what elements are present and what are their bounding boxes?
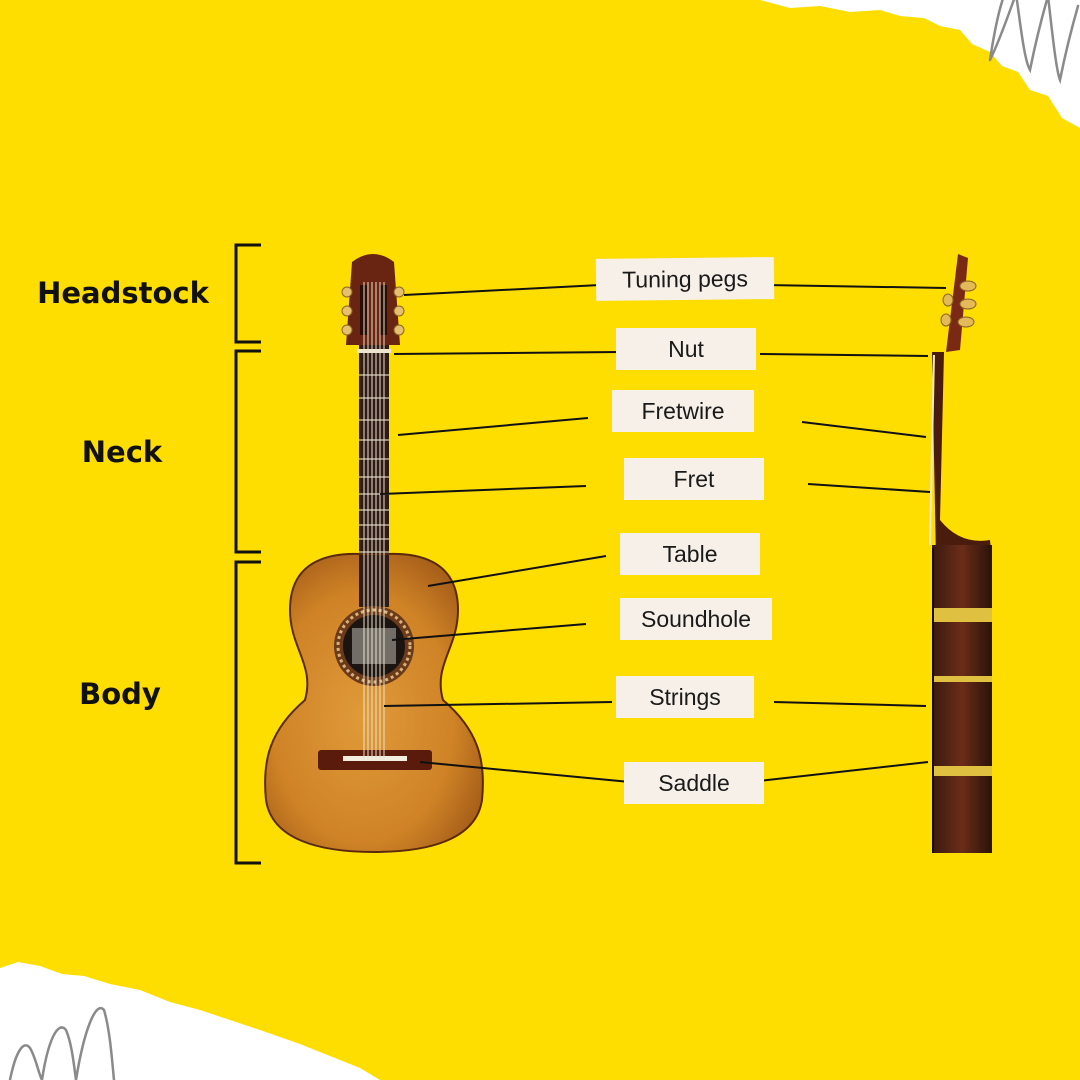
pointer-fretwire-right: [801, 421, 927, 438]
pointer-saddle-left: [419, 761, 631, 783]
tag-nut: Nut: [616, 328, 756, 370]
section-label-headstock: Headstock: [37, 276, 209, 310]
pointer-nut-left: [393, 351, 621, 355]
body-bracket: [234, 560, 261, 865]
tag-tuning-pegs: Tuning pegs: [595, 257, 775, 301]
guitar-front-view: [264, 254, 484, 854]
pointer-tuning-pegs-left: [403, 284, 601, 296]
section-label-neck: Neck: [81, 435, 163, 469]
tag-fret: Fret: [624, 458, 764, 500]
pointer-strings-left: [383, 701, 613, 707]
pointer-nut-right: [759, 353, 929, 357]
pointer-lines: [379, 284, 947, 783]
tag-table: Table: [620, 533, 760, 575]
pointer-saddle-right: [749, 761, 929, 783]
pointer-soundhole: [391, 623, 587, 641]
pointer-fretwire-left: [397, 417, 589, 436]
squiggle-decoration-top: [988, 0, 1080, 85]
tag-soundhole: Soundhole: [620, 598, 772, 640]
section-label-body: Body: [79, 677, 161, 711]
pointer-strings-right: [773, 701, 927, 707]
neck-bracket: [234, 349, 261, 554]
pointer-fret-right: [807, 483, 931, 493]
pointer-fret-left: [379, 485, 587, 495]
pointer-table: [427, 555, 607, 587]
pointer-tuning-pegs-right: [764, 284, 947, 289]
guitar-side-view: [929, 254, 992, 853]
tag-fretwire: Fretwire: [612, 390, 754, 432]
headstock-bracket: [234, 243, 261, 344]
torn-paper-bottom-left: [0, 962, 380, 1080]
squiggle-decoration-bottom: [8, 1006, 116, 1080]
tag-strings: Strings: [616, 676, 754, 718]
tag-saddle: Saddle: [624, 762, 764, 804]
torn-paper-top-right: [760, 0, 1080, 128]
